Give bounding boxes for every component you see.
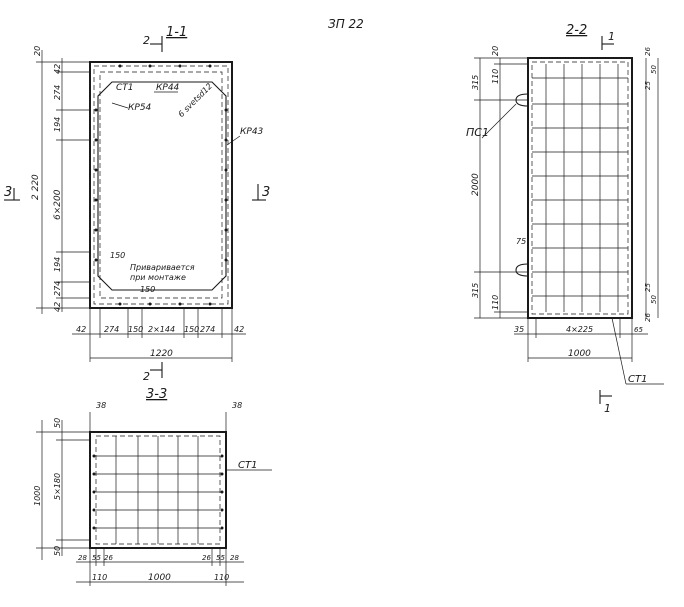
s2-dim-315-bottom: 315: [471, 283, 480, 298]
s2-rdim-50-bottom: 50: [650, 295, 658, 304]
section-1-rebar-dots: [94, 64, 228, 306]
section-2-2: 2-2 1 ПС1 20 110: [466, 23, 664, 415]
cut-3-left-label: 3: [4, 185, 12, 200]
s2-dim-2000: 2000: [471, 173, 481, 196]
s1-dim-42-bottom: 42: [53, 302, 62, 312]
s3-bdim-26-left: 26: [104, 554, 113, 562]
s3-bdim-26-right: 26: [202, 554, 211, 562]
s2-rdim-26-top: 26: [644, 47, 652, 56]
label-kr54: КР54: [128, 103, 152, 113]
s1-dim-6x200: 6×200: [53, 189, 63, 220]
section-3-rebar-dots: [92, 454, 224, 530]
s2-rdim-25-bottom: 25: [644, 283, 652, 292]
s2-bdim-35: 35: [514, 325, 524, 334]
section-3-body: [89, 431, 227, 549]
dim-150-a: 150: [110, 251, 125, 260]
s1-dim-2220: 2 220: [31, 174, 41, 200]
s2-rdim-50-top: 50: [650, 65, 658, 74]
s1-dim-274-top: 274: [53, 85, 62, 100]
s1-bdim-2x144: 2×144: [148, 325, 175, 334]
section-1-inner-opening: [97, 81, 227, 291]
cut-3-right-label: 3: [262, 185, 270, 200]
s1-bdim-42-left: 42: [76, 325, 86, 334]
s3-bdim-1000: 1000: [148, 573, 171, 583]
s2-dim-110-bottom: 110: [491, 295, 500, 310]
section-3-grid: [96, 436, 220, 544]
sheet-code: ЗП 22: [328, 17, 364, 31]
s3-tdim-38-right: 38: [232, 401, 242, 410]
s1-bdim-150-left: 150: [128, 325, 143, 334]
s3-ldim-1000: 1000: [33, 486, 42, 506]
s2-dim-110-top: 110: [491, 69, 500, 84]
s3-label-st1: СТ1: [238, 460, 257, 471]
s3-ldim-50-bottom: 50: [53, 546, 62, 556]
s2-bdim-65: 65: [634, 326, 643, 334]
s3-ldim-5x180: 5×180: [53, 473, 62, 500]
s2-dim-20: 20: [491, 46, 500, 56]
cut-2-top-label: 2: [143, 34, 150, 47]
cut-1-top-label: 1: [608, 30, 615, 43]
s2-rdim-26-bottom: 26: [644, 313, 652, 322]
s1-dim-274-bottom: 274: [53, 281, 62, 296]
s3-bdim-55-right: 55: [216, 554, 225, 562]
s1-bdim-150-right: 150: [184, 325, 199, 334]
s1-dim-194-bottom: 194: [53, 257, 62, 272]
section-2-title: 2-2: [566, 23, 587, 38]
s3-bdim-110-left: 110: [92, 573, 107, 582]
section-1-title: 1-1: [166, 25, 187, 40]
s1-overall-1220: 1220: [150, 349, 173, 359]
label-ps1: ПС1: [466, 126, 489, 139]
cut-2-bottom-label: 2: [143, 370, 150, 383]
s1-dim-42-top: 42: [53, 64, 62, 74]
weld-note-2: при монтаже: [130, 273, 186, 282]
section-1-1: 1-1 2 СТ1 КР44 КР54 6 svetsd12 КР43 Прив…: [4, 25, 270, 383]
label-kr43: КР43: [240, 127, 264, 137]
s2-label-st1: СТ1: [628, 374, 647, 385]
section-3-title: 3-3: [146, 387, 167, 402]
s2-overall-1000: 1000: [568, 349, 591, 359]
section-2-grid: [532, 64, 628, 312]
s2-rdim-25-top: 25: [644, 81, 652, 90]
weld-note-1: Приваривается: [130, 263, 195, 272]
s1-dim-20: 20: [33, 46, 42, 56]
cut-1-bottom-label: 1: [604, 402, 611, 415]
s1-bdim-42-right: 42: [234, 325, 244, 334]
label-sv-d12: 6 svetsd12: [177, 82, 214, 119]
label-st1: СТ1: [116, 83, 134, 93]
s1-dim-194-top: 194: [53, 117, 62, 132]
s1-bdim-274-right: 274: [200, 325, 215, 334]
s3-ldim-50-top: 50: [53, 418, 62, 428]
s2-dim-315-top: 315: [471, 75, 480, 90]
label-kr44: КР44: [156, 83, 180, 93]
s3-bdim-110-right: 110: [214, 573, 229, 582]
s3-tdim-38-left: 38: [96, 401, 106, 410]
section-3-3: 3-3 38 38 50 5×180 50: [33, 387, 272, 586]
section-2-body: [527, 57, 633, 319]
s3-bdim-28-right: 28: [230, 554, 239, 562]
s3-bdim-55-left: 55: [92, 554, 101, 562]
s2-bdim-4x225: 4×225: [566, 325, 593, 334]
s3-bdim-28-left: 28: [78, 554, 87, 562]
section-1-outer-wall: [89, 61, 233, 309]
s2-dim-75: 75: [516, 237, 526, 246]
s1-bdim-274-left: 274: [104, 325, 119, 334]
dim-150-b: 150: [140, 285, 155, 294]
